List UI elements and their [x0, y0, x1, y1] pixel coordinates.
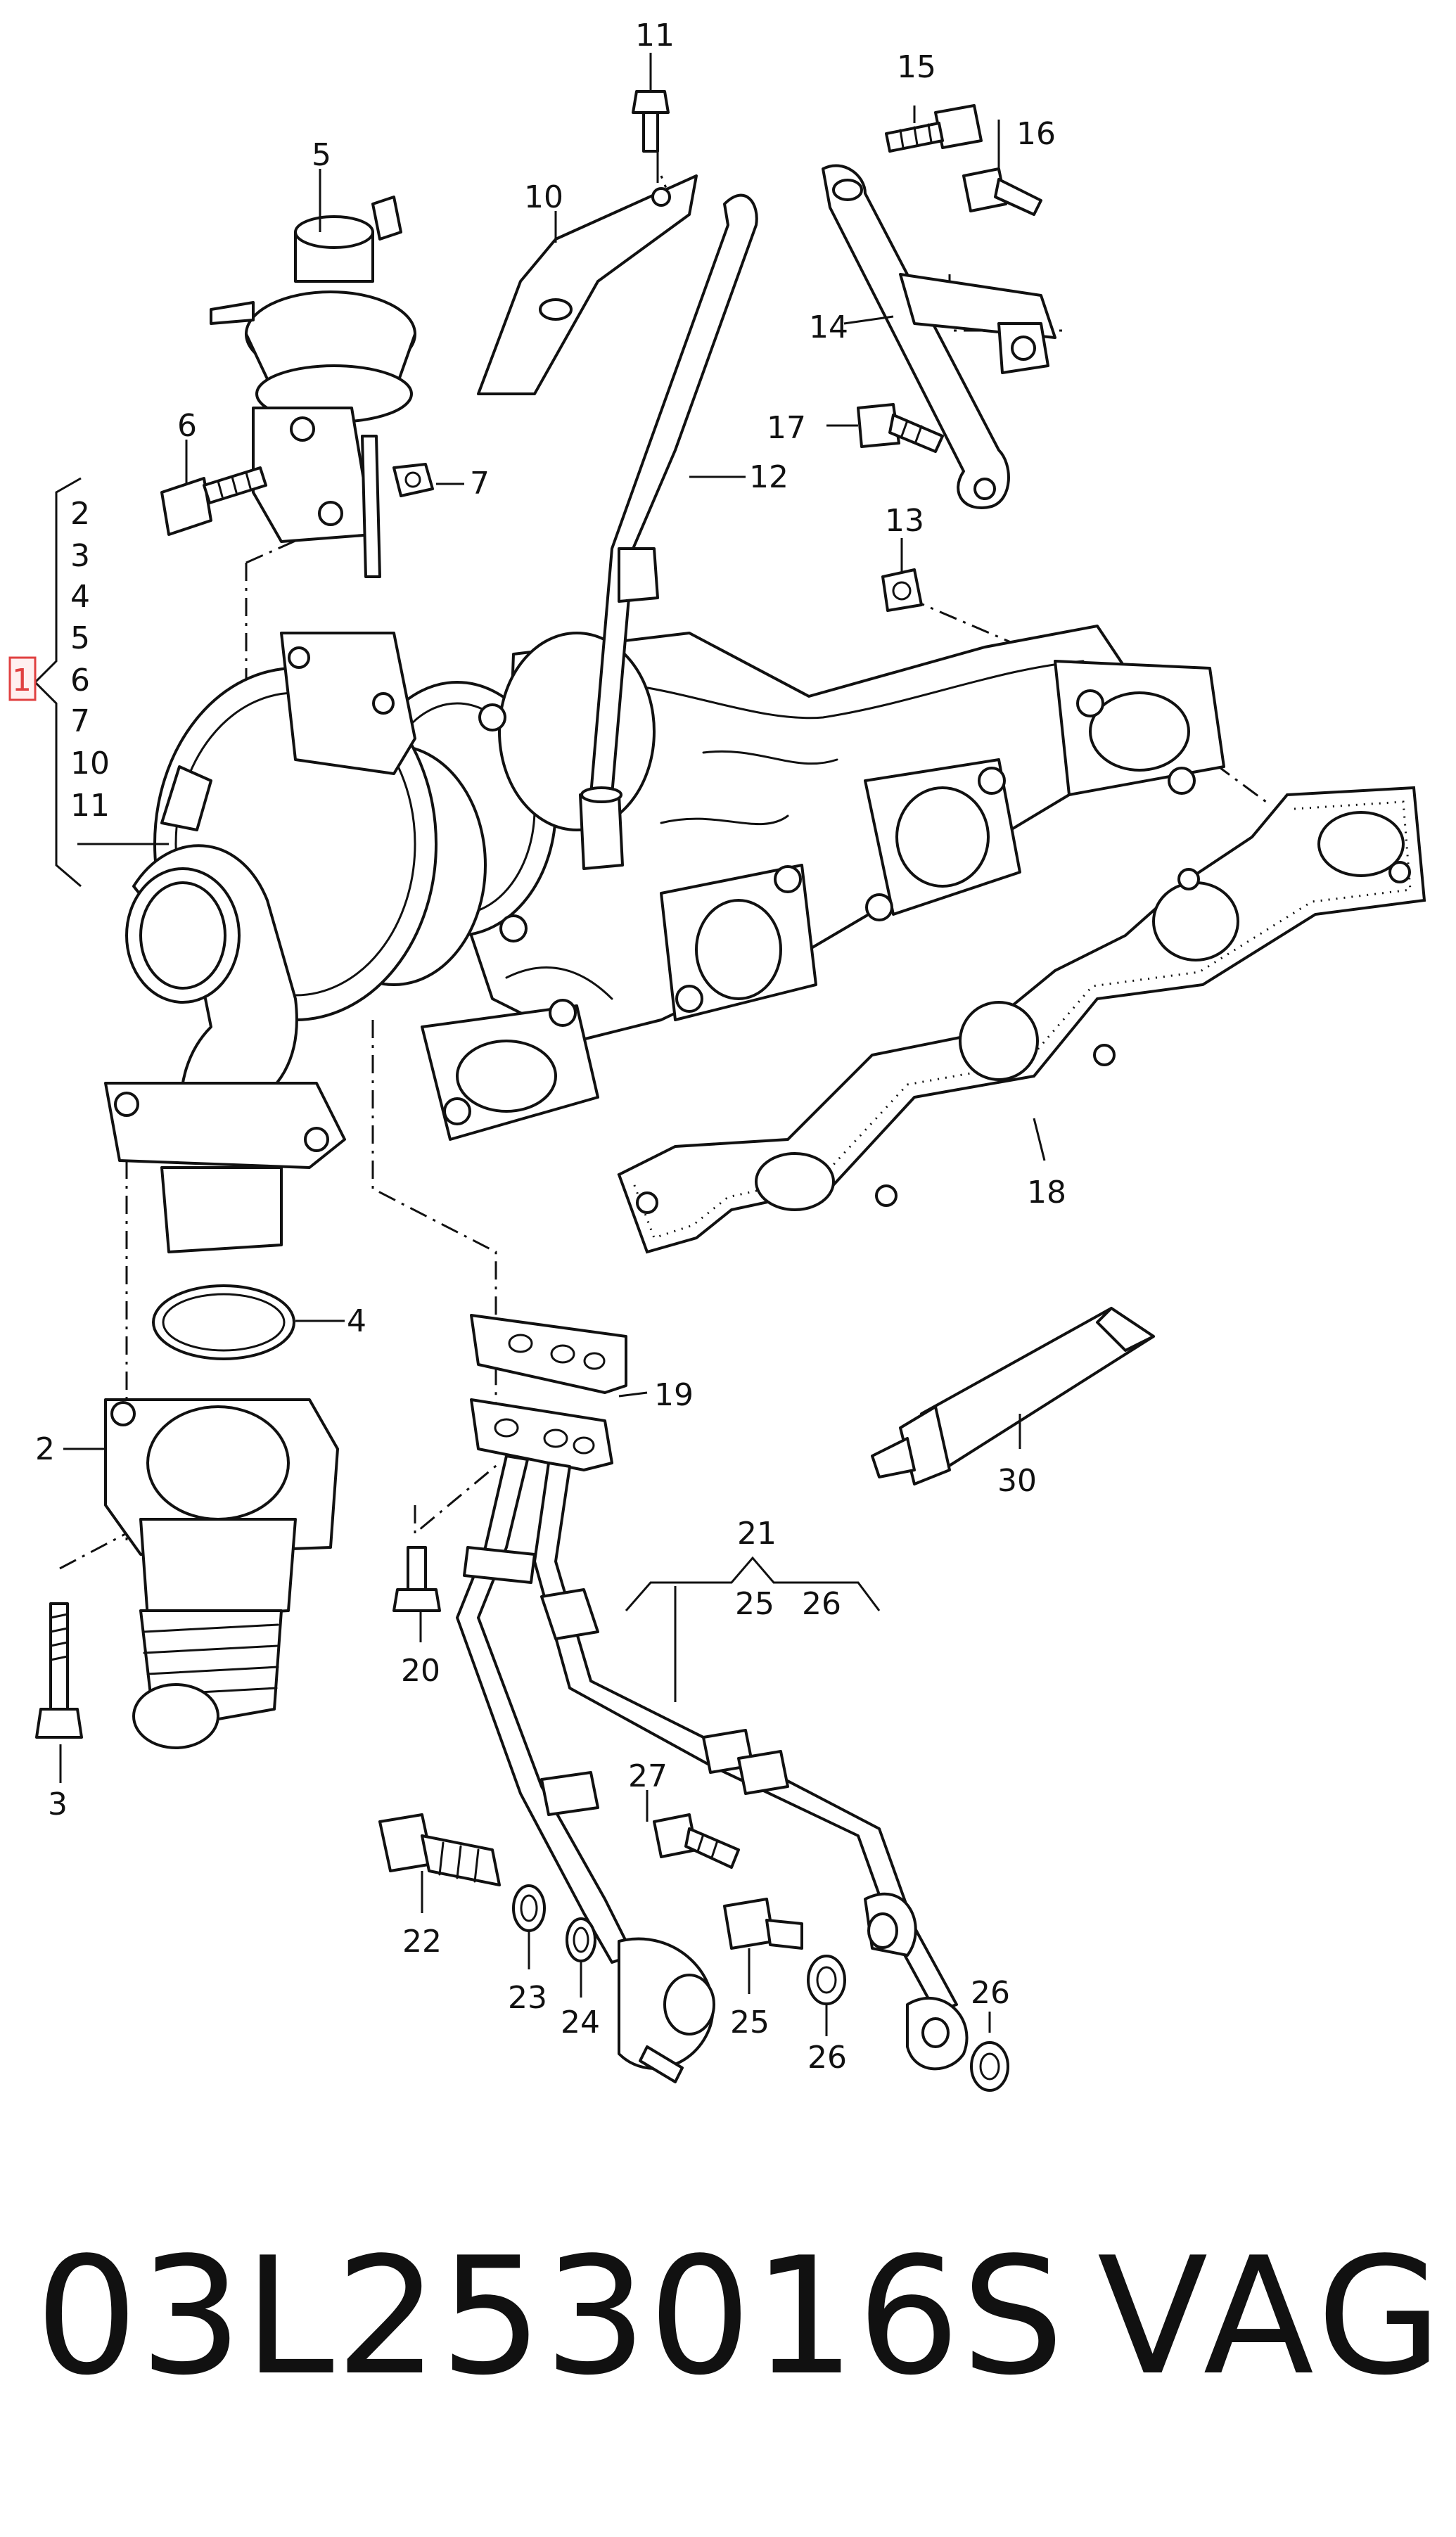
callout-13: 13: [885, 503, 924, 539]
callout-17: 17: [767, 410, 806, 446]
group-1-item-6: 10: [70, 746, 110, 781]
callout-27: 27: [628, 1758, 668, 1794]
group-21-item-1: 26: [802, 1586, 841, 1622]
callout-10: 10: [524, 179, 563, 215]
leader-lines: [33, 53, 1046, 2036]
callout-22: 22: [402, 1924, 442, 1960]
group-1-item-3: 5: [70, 620, 90, 656]
seal-ring-24: [566, 1917, 596, 1962]
bolt-20: [392, 1546, 441, 1612]
diagram-canvas: 1 2 3 4 5 6 7 10 11 5 6 7 10 11 12 13 14…: [8, 18, 1426, 2092]
bolt-3: [35, 1602, 83, 1739]
brand-label: VAG: [1097, 2223, 1448, 2411]
bracket-arm-14: [822, 164, 1056, 509]
callout-4: 4: [347, 1303, 366, 1339]
callout-12: 12: [749, 459, 788, 495]
nut-7: [392, 463, 434, 497]
bolt-16: [962, 167, 1042, 216]
callout-23: 23: [508, 1980, 547, 2016]
callout-3: 3: [48, 1787, 68, 1822]
callout-11: 11: [635, 18, 675, 53]
bolt-15: [885, 104, 983, 153]
wastegate-actuator-5: [210, 196, 416, 578]
seal-ring-23: [512, 1884, 546, 1932]
callout-15: 15: [897, 49, 936, 85]
pipe-12: [579, 193, 758, 870]
callout-1-highlight: [8, 656, 37, 701]
callout-25: 25: [730, 2005, 769, 2040]
bolt-11: [632, 90, 670, 153]
group-1-item-4: 6: [70, 663, 90, 698]
callout-7: 7: [470, 466, 490, 501]
callout-18: 18: [1027, 1175, 1066, 1210]
callout-16: 16: [1016, 116, 1056, 152]
bolt-6: [160, 466, 267, 536]
callout-26b: 26: [971, 1975, 1010, 2011]
callout-5: 5: [312, 137, 331, 173]
callout-1: 1: [12, 663, 32, 698]
sealant-tube-30: [871, 1307, 1155, 1485]
oil-lines-21: [456, 1455, 969, 2083]
callout-24: 24: [561, 2005, 600, 2040]
group-1-item-2: 4: [70, 579, 90, 615]
manifold-gasket-18: [617, 786, 1426, 1254]
seal-ring-26a: [807, 1955, 846, 2005]
callout-2: 2: [35, 1431, 55, 1467]
group-1-item-5: 7: [70, 703, 90, 739]
nut-13: [881, 568, 923, 612]
callout-30: 30: [997, 1463, 1037, 1499]
group-1-item-7: 11: [70, 788, 110, 824]
bolt-27: [653, 1813, 740, 1869]
callout-6: 6: [177, 408, 197, 444]
o-ring-4: [152, 1284, 295, 1360]
bracket-10: [477, 174, 698, 395]
gasket-19: [470, 1314, 627, 1471]
seal-ring-26b: [970, 2041, 1009, 2092]
callout-labels: 1 2 3 4 5 6 7 10 11 5 6 7 10 11 12 13 14…: [8, 18, 1066, 2076]
banjo-bolt-25: [723, 1898, 803, 1950]
banjo-bolt-22: [378, 1813, 501, 1886]
group-1-item-0: 2: [70, 496, 90, 532]
group-21-item-0: 25: [735, 1586, 774, 1622]
o-ring-4-inner: [162, 1293, 286, 1352]
callout-20: 20: [401, 1653, 440, 1689]
group-1-item-1: 3: [70, 538, 90, 574]
turbocharger: [125, 632, 656, 1127]
callout-21: 21: [737, 1516, 777, 1552]
part-number-label: 03L253016S: [35, 2223, 1066, 2411]
callout-26: 26: [807, 2040, 847, 2076]
callout-14: 14: [809, 309, 848, 345]
bolt-17: [857, 403, 944, 453]
elbow-pipe-2: [104, 1082, 346, 1749]
callout-19: 19: [654, 1377, 694, 1413]
